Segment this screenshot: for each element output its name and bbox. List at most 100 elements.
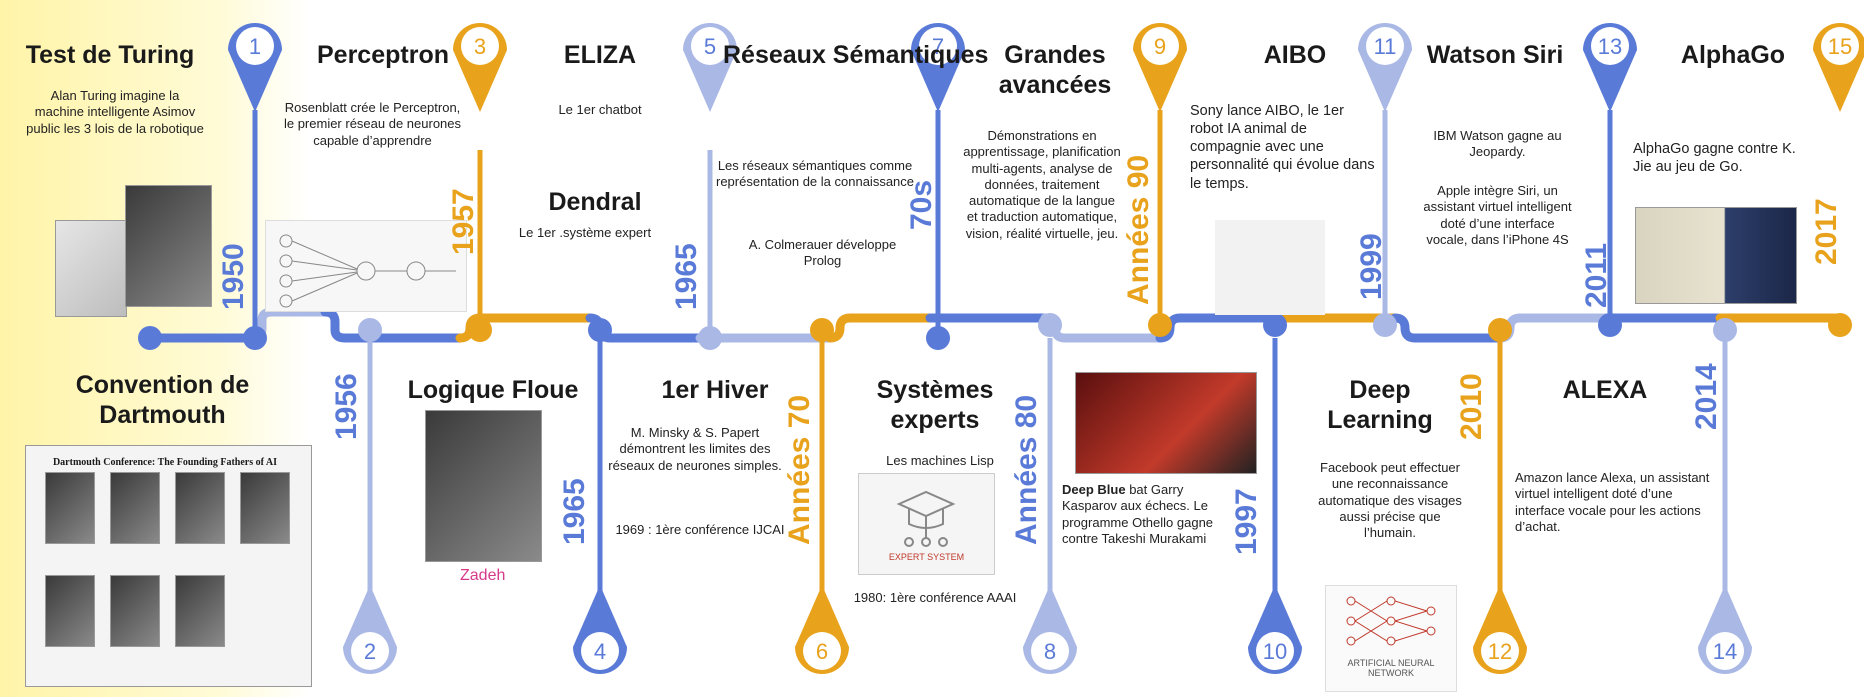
alexa-title: ALEXA bbox=[1562, 376, 1648, 404]
timeline-dot bbox=[1038, 313, 1062, 337]
systemes-title: Systèmes experts bbox=[876, 376, 994, 434]
timeline-segment bbox=[1495, 313, 1615, 343]
marker-number-14: 14 bbox=[1713, 639, 1737, 664]
aibo-desc: Sony lance AIBO, le 1er robot IA animal … bbox=[1190, 103, 1375, 192]
timeline-dot bbox=[1713, 318, 1737, 342]
timeline-dot bbox=[1263, 313, 1287, 337]
logique-title: Logique Floue bbox=[407, 376, 579, 404]
perceptron-title: Perceptron bbox=[317, 41, 449, 69]
aibo-title: AIBO bbox=[1263, 41, 1327, 69]
timeline-dot bbox=[1598, 313, 1622, 337]
marker-number-11: 11 bbox=[1374, 34, 1397, 59]
watson-desc1: IBM Watson gagne au Jeopardy. bbox=[1433, 128, 1562, 160]
alexa-year: 2014 bbox=[1690, 363, 1723, 430]
marker-number-9: 9 bbox=[1154, 34, 1166, 59]
marker-number-10: 10 bbox=[1263, 639, 1287, 664]
timeline-dot bbox=[1828, 313, 1852, 337]
perceptron-diagram-image bbox=[265, 220, 467, 312]
timeline-segment bbox=[1390, 313, 1505, 343]
systemes-desc2: 1980: 1ère conférence AAAI bbox=[853, 590, 1017, 605]
systemes-desc1: Les machines Lisp bbox=[886, 453, 994, 468]
aibo-year: 1999 bbox=[1355, 233, 1388, 300]
hiver-title: 1er Hiver bbox=[661, 376, 769, 404]
timeline-dot bbox=[1488, 318, 1512, 342]
marker-number-4: 4 bbox=[594, 639, 606, 664]
marker-number-1: 1 bbox=[249, 34, 261, 59]
deeplearning-desc: Facebook peut effectuer une reconnaissan… bbox=[1318, 460, 1462, 540]
alphago-year: 2017 bbox=[1810, 198, 1843, 265]
dartmouth-photo-title: Dartmouth Conference: The Founding Fathe… bbox=[52, 457, 278, 468]
turing-title: Test de Turing bbox=[25, 41, 195, 69]
timeline-segment bbox=[320, 307, 465, 343]
timeline-dot bbox=[138, 326, 162, 350]
timeline-segment bbox=[1040, 313, 1165, 343]
neural-diagram-icon bbox=[279, 234, 456, 308]
reseaux-desc1: Les réseaux sémantiques comme représenta… bbox=[715, 158, 915, 190]
grandes-year: Années 90 bbox=[1122, 154, 1155, 305]
marker-number-6: 6 bbox=[816, 639, 828, 664]
marker-number-15: 15 bbox=[1828, 34, 1852, 59]
marker-number-8: 8 bbox=[1044, 639, 1056, 664]
grandes-title: Grandes avancées bbox=[998, 41, 1112, 99]
reseaux-year: 70s bbox=[905, 179, 938, 230]
reseaux-desc2: A. Colmerauer développe Prolog bbox=[748, 237, 897, 269]
marker-number-12: 12 bbox=[1488, 639, 1512, 664]
timeline-dot bbox=[1148, 313, 1172, 337]
hiver-year: Années 70 bbox=[783, 394, 816, 545]
dendral-year: 1965 bbox=[670, 243, 703, 310]
alphago-desc: AlphaGo gagne contre K. Jie au jeu de Go… bbox=[1633, 141, 1796, 176]
founder-portrait bbox=[45, 472, 95, 544]
marker-number-13: 13 bbox=[1598, 34, 1622, 59]
timeline-dot bbox=[358, 318, 382, 342]
founder-portrait bbox=[45, 575, 95, 647]
alphago-match-photo bbox=[1635, 207, 1797, 304]
deepblue-year: 1997 bbox=[1230, 488, 1263, 555]
marker-number-5: 5 bbox=[704, 34, 716, 59]
deeplearning-year: 2010 bbox=[1455, 373, 1488, 440]
hiver-desc2: 1969 : 1ère conférence IJCAI bbox=[615, 522, 785, 537]
turing-desc: Alan Turing imagine la machine intellige… bbox=[26, 88, 204, 136]
deepblue-name: Deep Blue bbox=[1062, 482, 1126, 497]
logique-year: 1965 bbox=[558, 478, 591, 545]
timeline-dot bbox=[698, 326, 722, 350]
expert-system-icon: EXPERT SYSTEM bbox=[858, 473, 995, 575]
neural-network-label: ARTIFICIAL NEURAL NETWORK bbox=[1347, 658, 1435, 678]
watson-desc2: Apple intègre Siri, un assistant virtuel… bbox=[1423, 183, 1572, 247]
marker-number-7: 7 bbox=[932, 34, 944, 59]
zadeh-caption: Zadeh bbox=[460, 567, 506, 584]
perceptron-desc: Rosenblatt crée le Perceptron, le premie… bbox=[283, 100, 462, 148]
deepblue-desc: Deep Blue bat Garry Kasparov aux échecs.… bbox=[1062, 482, 1237, 547]
hiver-desc1: M. Minsky & S. Papert démontrent les lim… bbox=[608, 425, 782, 473]
eliza-title: ELIZA bbox=[563, 41, 637, 69]
turing-year: 1950 bbox=[217, 243, 250, 310]
dartmouth-title: Convention de Dartmouth bbox=[75, 371, 250, 429]
timeline-segment bbox=[825, 313, 935, 343]
founder-portrait bbox=[110, 575, 160, 647]
deepblue-chess-photo bbox=[1075, 372, 1257, 474]
neural-network-icon: ARTIFICIAL NEURAL NETWORK bbox=[1325, 585, 1457, 692]
timeline-dot bbox=[243, 326, 267, 350]
reseaux-title: Réseaux Sémantiques bbox=[723, 41, 989, 69]
dendral-title: Dendral bbox=[548, 188, 642, 216]
turing-portrait-photo bbox=[125, 185, 212, 307]
dartmouth-year: 1956 bbox=[330, 373, 363, 440]
founder-portrait bbox=[110, 472, 160, 544]
marker-number-3: 3 bbox=[474, 34, 486, 59]
timeline-dot bbox=[810, 318, 834, 342]
timeline-segment bbox=[1155, 313, 1280, 343]
systemes-year: Années 80 bbox=[1010, 394, 1043, 545]
marker-number-2: 2 bbox=[364, 639, 376, 664]
eliza-desc: Le 1er chatbot bbox=[558, 102, 642, 117]
perceptron-year: 1957 bbox=[447, 188, 480, 255]
timeline-dot bbox=[1373, 313, 1397, 337]
founder-portrait bbox=[240, 472, 290, 544]
watson-year: 2011 bbox=[1580, 242, 1613, 308]
dendral-desc: Le 1er .système expert bbox=[518, 225, 652, 240]
deepblue-text: bat Garry Kasparov aux échecs. Le progra… bbox=[1062, 482, 1214, 546]
founder-portrait bbox=[175, 472, 225, 544]
alphago-title: AlphaGo bbox=[1680, 41, 1786, 69]
timeline-dot bbox=[588, 318, 612, 342]
timeline-dot bbox=[468, 318, 492, 342]
turing-paper-photo bbox=[55, 220, 127, 317]
